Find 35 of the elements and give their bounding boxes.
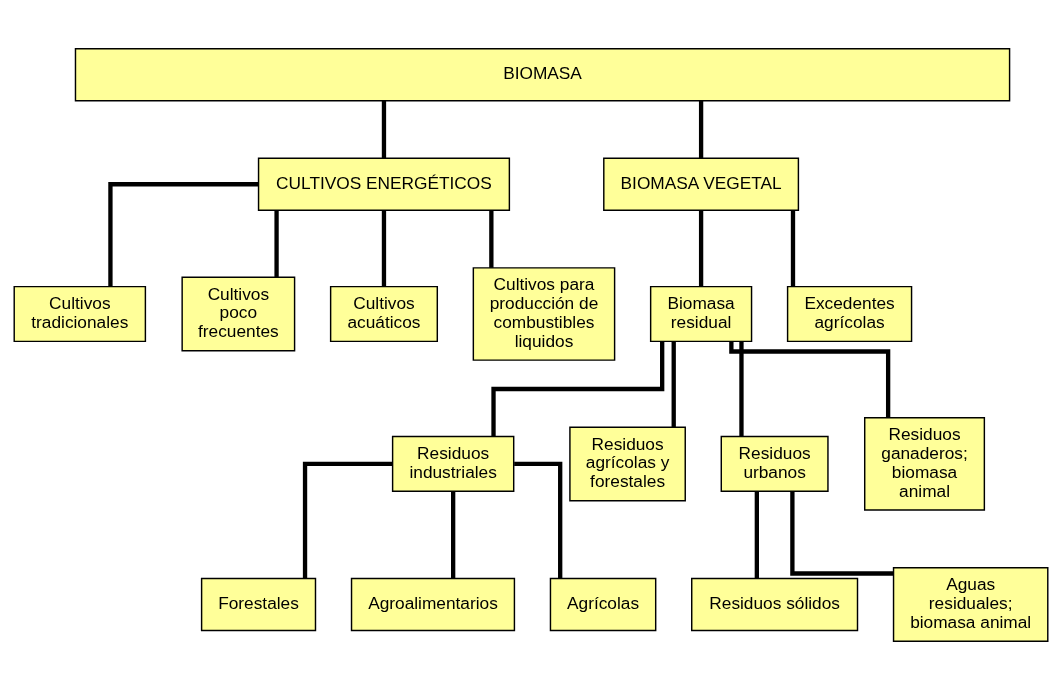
node-box: Cultivos acuáticos [329, 285, 439, 342]
node-box: Residuos agrícolas y forestales [569, 425, 686, 501]
node-box: Aguas residuales; biomasa animal [892, 566, 1049, 642]
node-box: Residuos ganaderos; biomasa animal [864, 416, 986, 511]
connector [754, 491, 759, 578]
node-box: Residuos sólidos [691, 577, 859, 631]
node-box: Excedentes agrícolas [786, 285, 913, 342]
connector [274, 210, 279, 277]
connector [381, 100, 387, 158]
connector [790, 491, 894, 576]
node-box: Cultivos poco frecuentes [181, 276, 296, 351]
connector [451, 491, 456, 578]
connector [514, 461, 563, 578]
node-box: CULTIVOS ENERGÉTICOS [257, 157, 511, 211]
connector [381, 210, 387, 286]
connector [302, 461, 393, 578]
connector [698, 210, 704, 286]
connector [671, 341, 676, 427]
connector [491, 341, 665, 436]
node-box: Agroalimentarios [350, 577, 516, 631]
connector [790, 210, 796, 286]
connector [729, 341, 891, 418]
connector [698, 100, 704, 158]
node-box: Residuos urbanos [720, 435, 829, 492]
node-box: Forestales [200, 577, 317, 631]
connector [108, 181, 259, 286]
node-box: BIOMASA [74, 47, 1011, 101]
connector [739, 341, 744, 436]
node-box: BIOMASA VEGETAL [603, 157, 800, 211]
connector [489, 210, 494, 268]
node-box: Agrícolas [549, 577, 657, 631]
node-box: Biomasa residual [649, 285, 753, 342]
node-box: Cultivos para producción de combustibles liquidos [472, 266, 616, 361]
node-box: Cultivos tradicionales [13, 285, 147, 342]
node-box: Residuos industriales [391, 435, 515, 492]
